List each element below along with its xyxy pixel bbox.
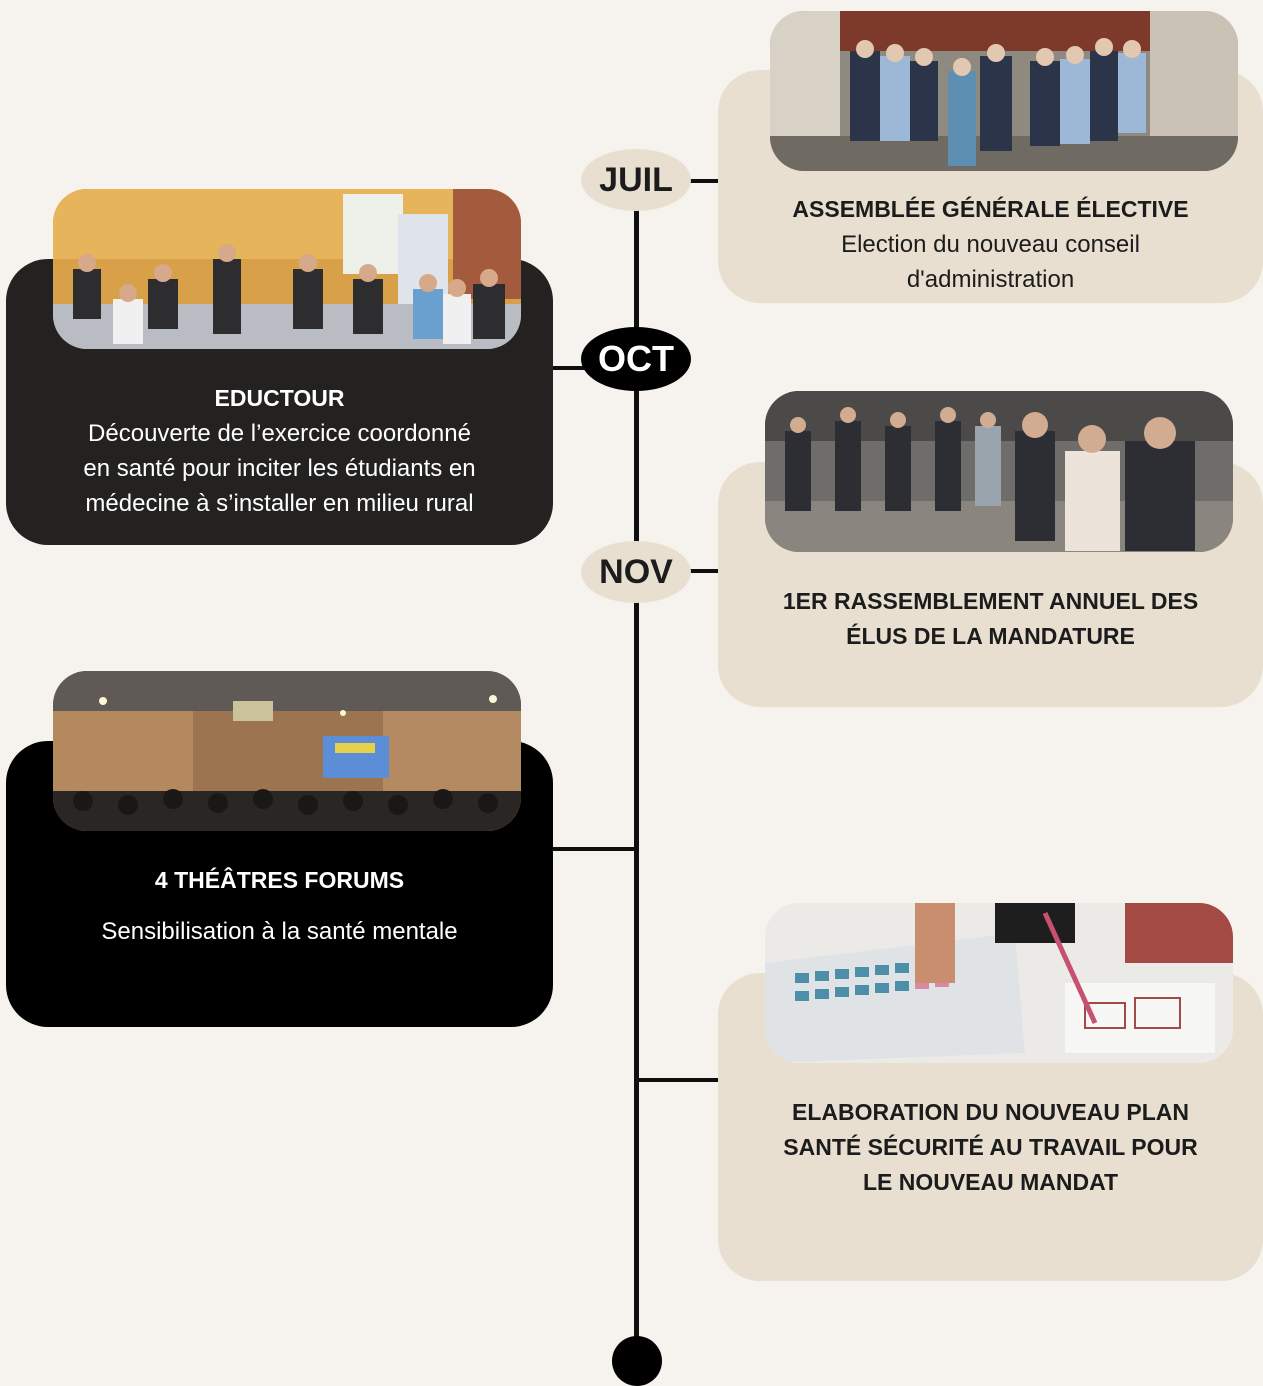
event-text: ELABORATION DU NOUVEAU PLAN SANTÉ SÉCURI…	[718, 1095, 1263, 1200]
timeline-line	[634, 196, 639, 1356]
event-text: 4 THÉÂTRES FORUMS Sensibilisation à la s…	[6, 863, 553, 949]
event-title: ELABORATION DU NOUVEAU PLAN	[792, 1099, 1189, 1125]
month-badge-juil: JUIL	[581, 149, 691, 211]
connector-oct	[552, 366, 586, 370]
event-description: d'administration	[906, 266, 1075, 293]
theater-photo-image	[53, 671, 521, 831]
event-description: Election du nouveau conseil	[841, 231, 1140, 258]
timeline-end-dot	[612, 1336, 662, 1386]
event-title: ASSEMBLÉE GÉNÉRALE ÉLECTIVE	[792, 196, 1189, 222]
event-photo-theatres	[53, 671, 521, 831]
event-description: Sensibilisation à la santé mentale	[101, 918, 458, 945]
event-photo-assemblee	[770, 11, 1238, 171]
connector-elaboration	[636, 1078, 720, 1082]
event-photo-eductour	[53, 189, 521, 349]
month-label: NOV	[599, 552, 673, 591]
month-label: JUIL	[599, 160, 673, 199]
connector-juil	[690, 179, 720, 183]
event-text: 1ER RASSEMBLEMENT ANNUEL DES ÉLUS DE LA …	[718, 584, 1263, 654]
event-title: 1ER RASSEMBLEMENT ANNUEL DES	[782, 588, 1199, 614]
event-description: en santé pour inciter les étudiants en	[83, 455, 476, 482]
connector-theatres	[552, 847, 638, 851]
event-text: ASSEMBLÉE GÉNÉRALE ÉLECTIVE Election du …	[718, 192, 1263, 297]
event-description: Découverte de l’exercice coordonné	[88, 420, 471, 447]
event-title: SANTÉ SÉCURITÉ AU TRAVAIL POUR	[783, 1134, 1198, 1160]
month-badge-nov: NOV	[581, 541, 691, 603]
event-description: médecine à s’installer en milieu rural	[85, 490, 474, 517]
gathering-photo-image	[765, 391, 1233, 552]
event-title: ÉLUS DE LA MANDATURE	[846, 623, 1135, 649]
month-badge-oct: OCT	[581, 327, 691, 391]
month-label: OCT	[598, 338, 674, 379]
classroom-photo-image	[53, 189, 521, 349]
event-title: LE NOUVEAU MANDAT	[862, 1169, 1119, 1195]
event-text: EDUCTOUR Découverte de l’exercice coordo…	[6, 381, 553, 521]
event-title: 4 THÉÂTRES FORUMS	[154, 867, 405, 893]
connector-nov	[690, 569, 720, 573]
design-planning-photo-image	[765, 903, 1233, 1063]
group-photo-image	[770, 11, 1238, 171]
event-title: EDUCTOUR	[214, 385, 345, 411]
event-photo-elaboration	[765, 903, 1233, 1063]
event-photo-rassemblement	[765, 391, 1233, 552]
